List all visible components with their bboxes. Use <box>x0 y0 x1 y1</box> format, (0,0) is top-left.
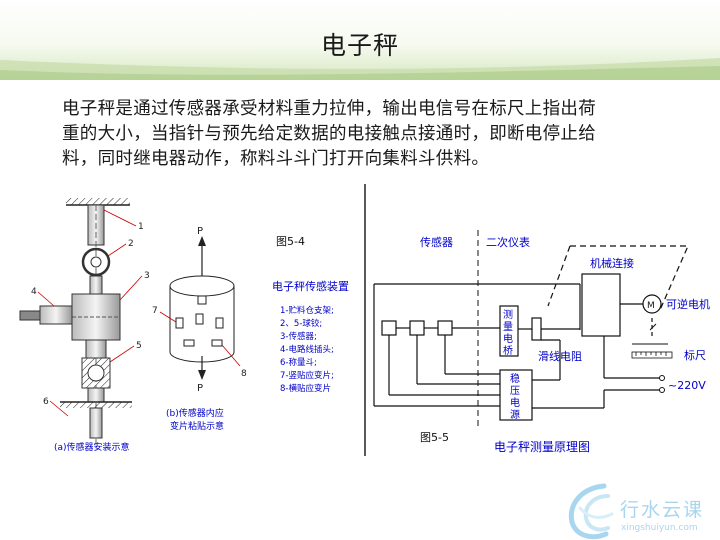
figure-5-4-label: 图5-4 <box>276 235 305 248</box>
paragraph-line: 重的大小，当指针与预先给定数据的电接触点接通时，即断电停止给 <box>62 124 596 144</box>
figure-5-4-heading: 电子秤传感装置 <box>272 280 349 293</box>
motor-symbol: M <box>647 301 655 311</box>
bridge-label-char: 桥 <box>503 345 513 357</box>
bridge-label-char: 测 <box>503 308 513 321</box>
legend-line: 8-横贴应变片 <box>280 383 331 394</box>
scale-ruler-icon <box>631 351 673 359</box>
regulator-label-char: 压 <box>510 385 520 397</box>
watermark-text: 行水云课 <box>620 499 705 521</box>
scale-label: 标尺 <box>684 348 706 362</box>
legend-line: 2、5-球铰; <box>280 318 322 329</box>
figure-a-caption: (a)传感器安装示意 <box>54 441 130 453</box>
legend-line: 1-贮料仓支架; <box>280 305 334 316</box>
instrument-label: 二次仪表 <box>486 235 530 249</box>
sensor-installation-drawing <box>19 198 143 445</box>
slide-header <box>0 0 720 80</box>
bridge-label-char: 电 <box>503 332 513 345</box>
watermark-url: xingshuiyun.com <box>621 523 698 533</box>
part-number-6: 6 <box>43 397 49 407</box>
motor-label: 可逆电机 <box>666 297 710 311</box>
legend-line: 6-称量斗; <box>280 357 317 368</box>
figure-b-caption-line2: 变片粘贴示意 <box>170 420 224 432</box>
paragraph-line: 料，同时继电器动作，称料斗斗门打开向集料斗供料。 <box>62 149 490 169</box>
figure-b-caption-line1: (b)传感器内应 <box>166 407 224 419</box>
slide-resistor-label: 滑线电阻 <box>538 349 582 363</box>
bridge-label-char: 量 <box>503 321 513 333</box>
terminal-icon <box>659 375 665 381</box>
regulator-label-char: 电 <box>510 396 520 409</box>
strain-gauge-cylinder <box>159 236 241 380</box>
terminal-icon <box>659 387 665 393</box>
sensor-label: 传感器 <box>420 236 453 249</box>
paragraph-line: 电子秤是通过传感器承受材料重力拉伸，输出电信号在标尺上指出荷 <box>62 99 596 119</box>
part-number-2: 2 <box>128 239 134 249</box>
watermark-logo-icon <box>568 483 614 540</box>
legend-line: 3-传感器; <box>280 331 317 342</box>
slide-paragraph: 电子秤是通过传感器承受材料重力拉伸，输出电信号在标尺上指出荷 重的大小，当指针与… <box>62 97 672 172</box>
legend-line: 4-电路线插头; <box>280 344 334 355</box>
force-label-bottom: P <box>197 383 203 394</box>
slide-title: 电子秤 <box>320 31 399 60</box>
supply-label: ~220V <box>668 379 706 392</box>
part-number-5: 5 <box>136 341 142 351</box>
part-number-3: 3 <box>144 271 150 281</box>
legend-line: 7-竖贴应变片; <box>280 370 334 381</box>
measurement-circuit <box>364 184 689 456</box>
part-number-4: 4 <box>31 287 37 297</box>
part-number-7: 7 <box>152 306 158 316</box>
part-number-8: 8 <box>241 369 247 379</box>
regulator-label-char: 稳 <box>510 372 520 385</box>
figure-5-5-label: 图5-5 <box>420 431 449 444</box>
mechanical-link-label: 机械连接 <box>590 256 634 270</box>
part-number-1: 1 <box>138 222 144 232</box>
motor-icon <box>642 294 662 314</box>
header-wave-decoration <box>0 58 720 80</box>
regulator-label-char: 源 <box>510 408 520 421</box>
force-label-top: P <box>197 226 203 237</box>
figure-5-5-caption: 电子秤测量原理图 <box>494 440 590 454</box>
